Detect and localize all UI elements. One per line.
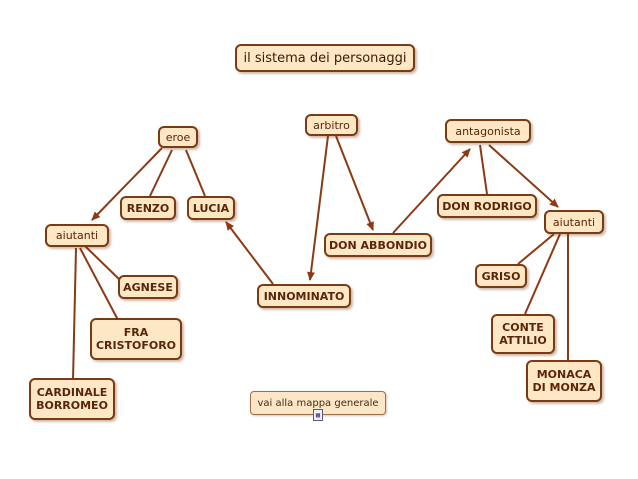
link-aiutanti-griso xyxy=(517,233,555,265)
node-renzo: RENZO xyxy=(120,196,176,220)
node-arbitro: arbitro xyxy=(305,114,358,136)
node-innominato: INNOMINATO xyxy=(257,284,351,308)
link-donabbondio-antagonista xyxy=(392,148,471,234)
link-aiutanti-fracristoforo xyxy=(79,247,119,321)
link-aiutanti-cardinale xyxy=(72,247,77,381)
link-aiutanti-agnese xyxy=(84,245,123,283)
node-aiutanti-left: aiutanti xyxy=(45,224,109,247)
node-cardinale-borromeo: CARDINALE BORROMEO xyxy=(29,378,115,420)
link-eroe-aiutanti xyxy=(91,147,163,221)
node-antagonista: antagonista xyxy=(445,119,531,143)
node-monaca-di-monza: MONACA DI MONZA xyxy=(526,360,602,402)
link-aiutanti-conteattilio xyxy=(524,233,561,315)
node-griso: GRISO xyxy=(475,264,527,288)
node-don-rodrigo: DON RODRIGO xyxy=(437,194,537,218)
link-eroe-renzo xyxy=(149,149,173,197)
link-eroe-lucia xyxy=(185,149,206,197)
map-link-icon[interactable]: ▦ xyxy=(313,409,323,421)
node-fra-cristoforo: FRA CRISTOFORO xyxy=(90,318,182,360)
link-arbitro-innominato xyxy=(307,135,329,281)
link-antagonista-aiutanti xyxy=(488,144,559,208)
link-arbitro-donabbondio xyxy=(335,135,374,231)
node-conte-attilio: CONTE ATTILIO xyxy=(491,314,555,354)
link-antagonista-donrodrigo xyxy=(479,144,488,195)
link-innominato-lucia xyxy=(225,221,274,285)
node-don-abbondio: DON ABBONDIO xyxy=(324,233,432,257)
node-aiutanti-right: aiutanti xyxy=(544,210,604,234)
node-lucia: LUCIA xyxy=(187,196,235,220)
node-eroe: eroe xyxy=(158,126,198,148)
map-title: il sistema dei personaggi xyxy=(235,44,415,72)
node-agnese: AGNESE xyxy=(118,275,178,299)
